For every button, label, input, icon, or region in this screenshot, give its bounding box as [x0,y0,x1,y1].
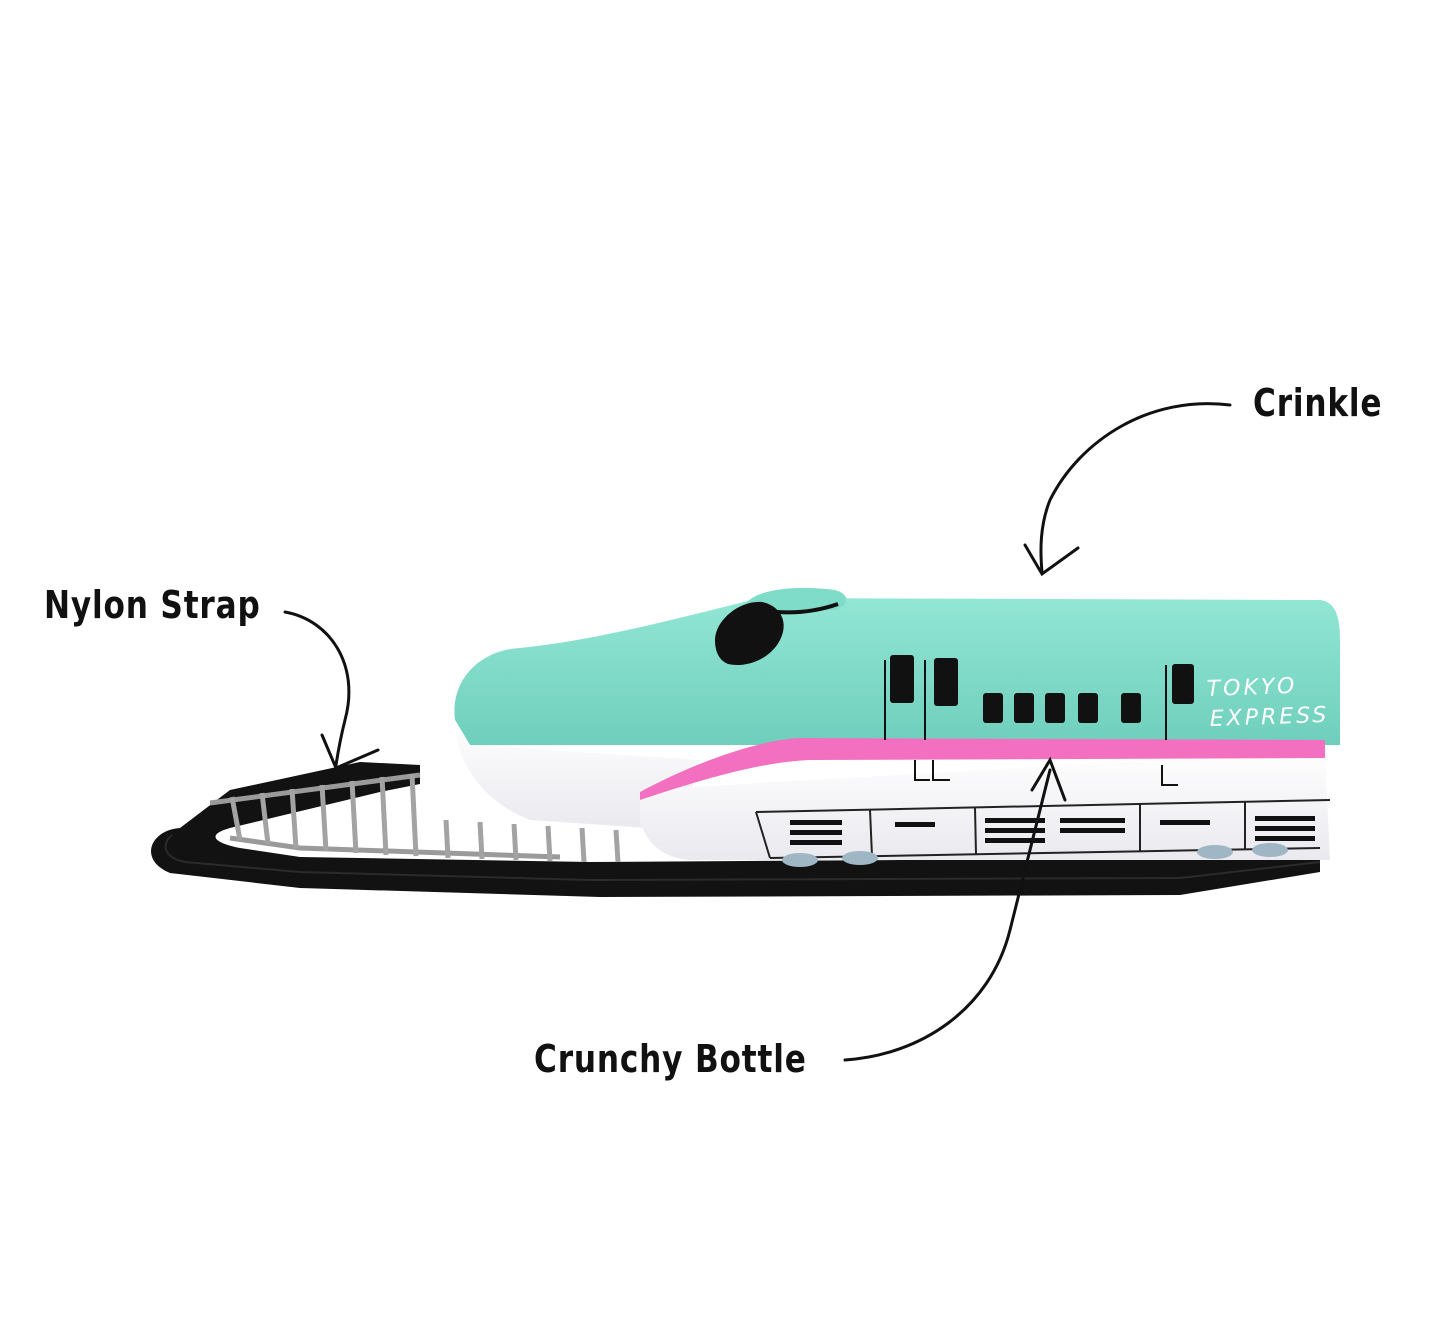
callout-nylon-strap: Nylon Strap [44,583,261,627]
train-print-line1: TOKYO [1206,674,1297,702]
train-body: TOKYO EXPRESS [454,587,1340,867]
arrow-crunchy-bottle-icon [843,756,1067,1062]
arrow-nylon-strap-icon [283,610,380,770]
arrow-crinkle-icon [1023,402,1232,577]
callout-crinkle: Crinkle [1253,381,1383,425]
callout-crunchy-bottle: Crunchy Bottle [534,1037,807,1081]
train-print-line2: EXPRESS [1209,703,1329,732]
